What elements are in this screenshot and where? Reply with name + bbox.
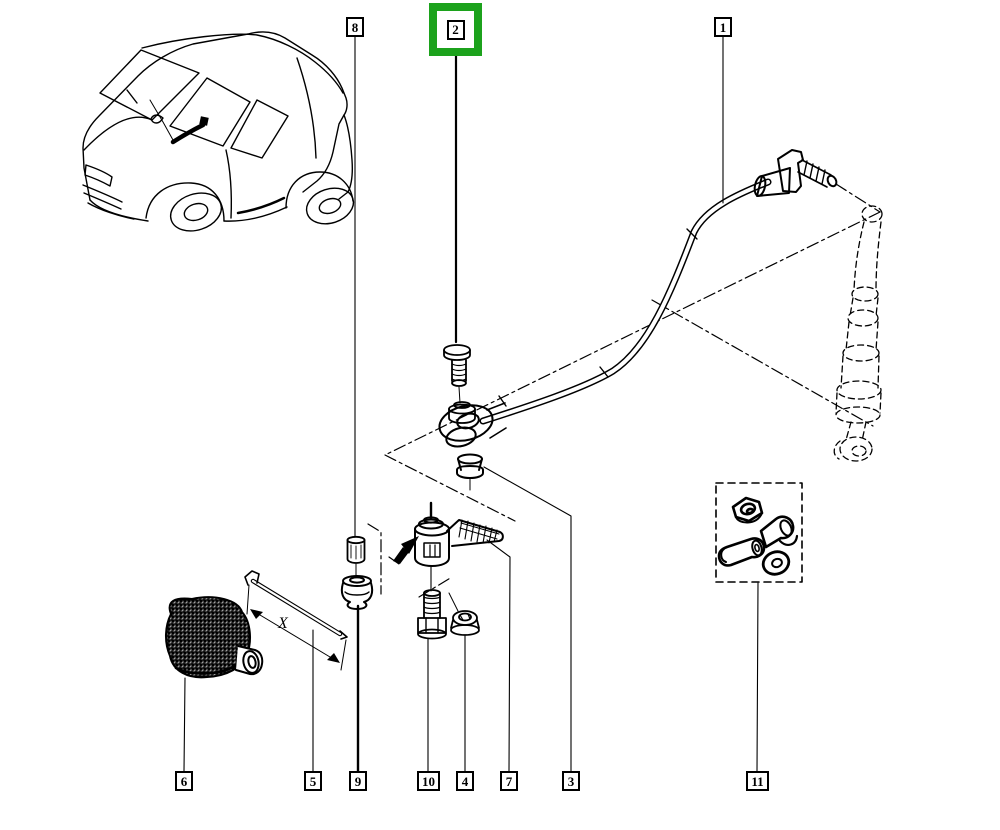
car-illustration [82, 31, 355, 232]
kit-nut [731, 496, 764, 524]
car-hood-crease [83, 116, 153, 151]
part-1-gear-control-rod [438, 149, 838, 448]
part-4-flanged-nut [448, 592, 480, 636]
rod-tube-inner [481, 180, 770, 423]
car-rear-hatch-line [296, 57, 317, 159]
car-tail [338, 114, 354, 200]
lever-knurl [458, 519, 500, 544]
part-3-tapered-bushing [456, 453, 484, 491]
callout-5[interactable]: 5 [304, 771, 322, 791]
car-front-hub [183, 202, 209, 222]
dimension-x: X [246, 584, 347, 671]
callout-6[interactable]: 6 [175, 771, 193, 791]
leader-10 [427, 566, 432, 772]
car-door-window [169, 77, 251, 147]
car-grille-line-1 [82, 184, 123, 203]
part-11-hardware-kit [715, 482, 803, 583]
kit-washer [761, 550, 791, 576]
dim-arrow-right [327, 653, 340, 663]
car-door-line [225, 149, 233, 219]
rod-bushing-stack [448, 401, 476, 424]
car-rear-wheel-arch [285, 171, 354, 209]
car-antenna [126, 89, 138, 104]
car-rear-wheel [305, 187, 355, 225]
datum-lines [367, 183, 881, 598]
leader-6 [183, 677, 186, 772]
callout-7[interactable]: 7 [500, 771, 518, 791]
part-5-link-rod: X [244, 570, 348, 671]
leader-11 [756, 582, 759, 772]
part-9-grommet [340, 575, 374, 610]
car-bottom-front [89, 199, 149, 222]
part-7-lever-assembly [393, 501, 504, 567]
callout-1[interactable]: 1 [714, 17, 732, 37]
direction-arrow-icon [393, 536, 419, 564]
leader-lines [183, 36, 759, 773]
datum-line-top-short [835, 183, 881, 213]
link-rod-tip [339, 630, 348, 640]
callout-8[interactable]: 8 [346, 17, 364, 37]
car-roof-line [141, 33, 344, 94]
car-silhouette [82, 31, 348, 201]
callout-2-highlight-frame: 2 [429, 3, 482, 56]
datum-line-lower-left [384, 454, 516, 522]
dim-arrow-left [250, 609, 263, 619]
callout-2[interactable]: 2 [446, 19, 465, 40]
datum-line-right [651, 299, 874, 427]
dimension-line [254, 611, 336, 661]
rod-clevis-eye [438, 402, 507, 448]
part-6-rubber-boot [165, 596, 264, 679]
kit-sleeve [759, 515, 799, 549]
car-quarter-window [230, 99, 289, 159]
lever-arm [446, 519, 504, 547]
phantom-gear-mechanism [833, 205, 883, 462]
rod-end-fitting [753, 149, 838, 197]
car-windshield [99, 49, 200, 121]
callout-9[interactable]: 9 [349, 771, 367, 791]
callout-3[interactable]: 3 [562, 771, 580, 791]
part-location-flag [199, 116, 209, 126]
datum-corner-left [367, 523, 382, 595]
car-sill-shadow [236, 196, 286, 215]
rod-shade-1 [599, 366, 609, 378]
car-rear-hub [318, 197, 342, 215]
rod-shade-2 [686, 228, 698, 240]
callout-10[interactable]: 10 [417, 771, 440, 791]
part-2-flanged-bolt [443, 344, 471, 404]
assembly-axis-2 [458, 386, 461, 404]
extension-line-left [246, 584, 250, 615]
kit-dashed-box [715, 482, 803, 583]
assembly-line-4 [448, 592, 459, 612]
part-10-hex-bolt [417, 589, 447, 640]
car-rocker-line [223, 206, 288, 222]
rod-tube-outer [479, 178, 772, 425]
extension-line-right [340, 639, 347, 671]
part-location-trace [149, 99, 174, 141]
car-front-wheel [169, 192, 223, 232]
kit-spacer [717, 537, 766, 567]
car-grille-line-2 [83, 192, 122, 210]
rod-shade-3 [498, 395, 507, 407]
dimension-label: X [277, 615, 289, 632]
part-8-bushing [346, 535, 366, 577]
part-location-marker [170, 122, 206, 145]
link-rod-top-end [244, 570, 260, 586]
link-rod-inner [251, 579, 342, 636]
leader-7 [486, 539, 511, 772]
car-headlight [84, 164, 113, 187]
boot-outlet [235, 645, 264, 676]
car-bumper-line [87, 202, 135, 220]
callout-11[interactable]: 11 [746, 771, 769, 791]
callout-4[interactable]: 4 [456, 771, 474, 791]
boot-fold [174, 662, 240, 675]
leader-3 [483, 466, 572, 772]
